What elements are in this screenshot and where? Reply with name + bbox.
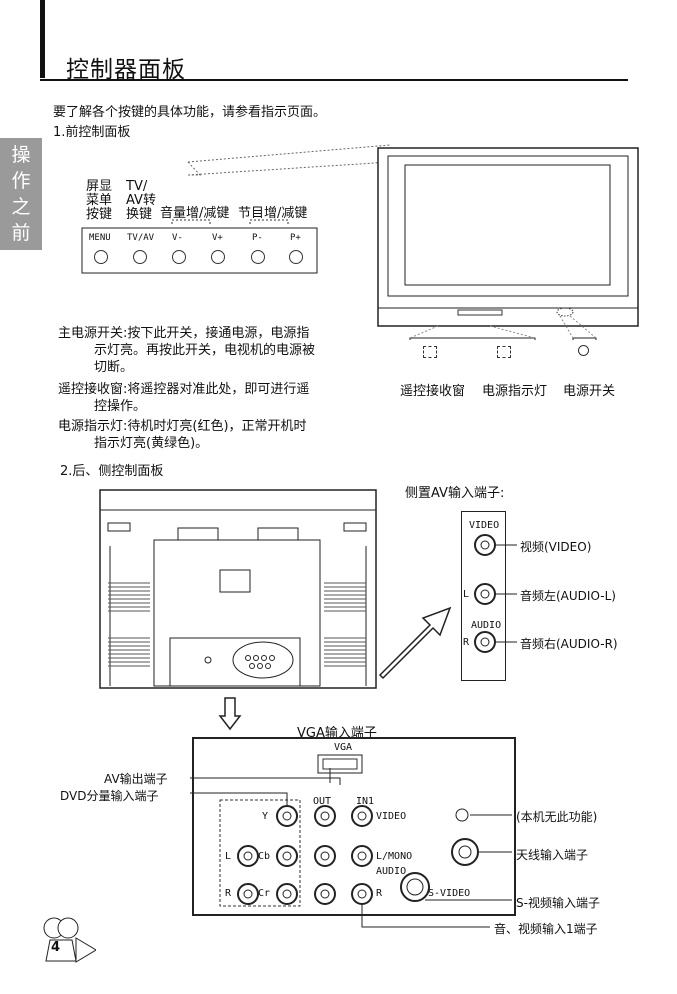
volume-label: 音量增/减键 — [160, 206, 230, 221]
button-label-pplus: P+ — [290, 233, 301, 243]
side-l-label: L — [463, 589, 470, 600]
rear-panel-jacks — [190, 754, 512, 928]
cr-label: Cr — [258, 888, 271, 899]
header-bar — [40, 0, 45, 78]
side-tab-char: 操 — [11, 144, 31, 166]
svideo-label: S-VIDEO — [428, 888, 471, 899]
side-jacks — [474, 534, 517, 653]
side-audio-r-desc: 音频右(AUDIO-R) — [520, 637, 618, 651]
r-label: R — [225, 888, 232, 899]
r2-label: R — [376, 888, 383, 899]
note-remote-sensor: 遥控接收窗:将遥控器对准此处，即可进行遥 控操作。 — [58, 382, 310, 414]
page-number: 4 — [51, 940, 61, 955]
av-in1-callout: 音、视频输入1端子 — [494, 922, 598, 936]
side-video-label: VIDEO — [469, 520, 500, 531]
side-r-label: R — [463, 637, 470, 648]
volume-down-button[interactable] — [172, 250, 186, 264]
page-title: 控制器面板 — [66, 57, 186, 83]
front-panel-diagram — [81, 144, 639, 340]
antenna-callout: 天线输入端子 — [516, 848, 589, 862]
in1-label: IN1 — [356, 796, 375, 807]
no-function-callout: (本机无此功能) — [516, 810, 598, 824]
program-up-button[interactable] — [289, 250, 303, 264]
side-av-title: 侧置AV输入端子: — [405, 486, 505, 501]
menu-key-label: 屏显 菜单 按键 — [86, 179, 113, 222]
side-audio-label: AUDIO — [471, 620, 502, 631]
rear-panel — [192, 737, 516, 916]
side-tab-char: 前 — [11, 222, 31, 244]
intro-text: 要了解各个按键的具体功能，请参看指示页面。 — [53, 105, 327, 120]
button-label-tvav: TV/AV — [127, 233, 155, 243]
power-led-callout: 电源指示灯 — [482, 384, 548, 399]
button-label-vminus: V- — [172, 233, 183, 243]
side-av-panel — [461, 511, 506, 681]
title-rule — [40, 79, 628, 81]
side-audio-l-desc: 音频左(AUDIO-L) — [520, 589, 616, 603]
rear-tv-diagram — [99, 489, 377, 689]
program-label: 节目增/减键 — [238, 206, 308, 221]
power-led-icon — [497, 346, 511, 358]
side-tab-char: 之 — [11, 196, 31, 218]
button-label-vplus: V+ — [212, 233, 223, 243]
volume-up-button[interactable] — [211, 250, 225, 264]
av-out-callout: AV输出端子 — [104, 772, 168, 786]
cb-label: Cb — [258, 851, 271, 862]
section-2-heading: 2.后、侧控制面板 — [60, 464, 164, 479]
video-label: VIDEO — [376, 811, 407, 822]
button-label-menu: MENU — [89, 233, 111, 243]
power-switch-icon[interactable] — [578, 345, 589, 356]
side-tab-char: 作 — [11, 170, 31, 192]
menu-button[interactable] — [94, 250, 108, 264]
zoom-arrow-icon — [378, 606, 452, 680]
note-power-led: 电源指示灯:待机时灯亮(红色)，正常开机时 指示灯亮(黄绿色)。 — [58, 419, 307, 451]
side-video-desc: 视频(VIDEO) — [520, 540, 592, 554]
button-label-pminus: P- — [252, 233, 263, 243]
down-arrow-icon — [218, 697, 242, 731]
vga-label: VGA — [334, 742, 353, 753]
remote-callout: 遥控接收窗 — [400, 384, 466, 399]
power-switch-callout: 电源开关 — [563, 384, 616, 399]
audio-label: AUDIO — [376, 866, 407, 877]
l-mono-label: L/MONO — [376, 851, 413, 862]
program-down-button[interactable] — [251, 250, 265, 264]
mascot-icon — [43, 917, 96, 963]
dvd-in-callout: DVD分量输入端子 — [60, 789, 159, 803]
svideo-in-callout: S-视频输入端子 — [516, 896, 600, 910]
tvav-button[interactable] — [133, 250, 147, 264]
note-main-power: 主电源开关:按下此开关，接通电源，电源指 示灯亮。再按此开关，电视机的电源被 切… — [58, 326, 316, 375]
out-label: OUT — [313, 796, 332, 807]
section-1-heading: 1.前控制面板 — [53, 125, 131, 140]
side-tab: 操 作 之 前 — [0, 138, 42, 250]
tvav-key-label: TV/ AV转 换键 — [126, 179, 156, 222]
remote-sensor-icon — [423, 346, 437, 358]
l-label: L — [225, 851, 232, 862]
y-label: Y — [262, 811, 269, 822]
